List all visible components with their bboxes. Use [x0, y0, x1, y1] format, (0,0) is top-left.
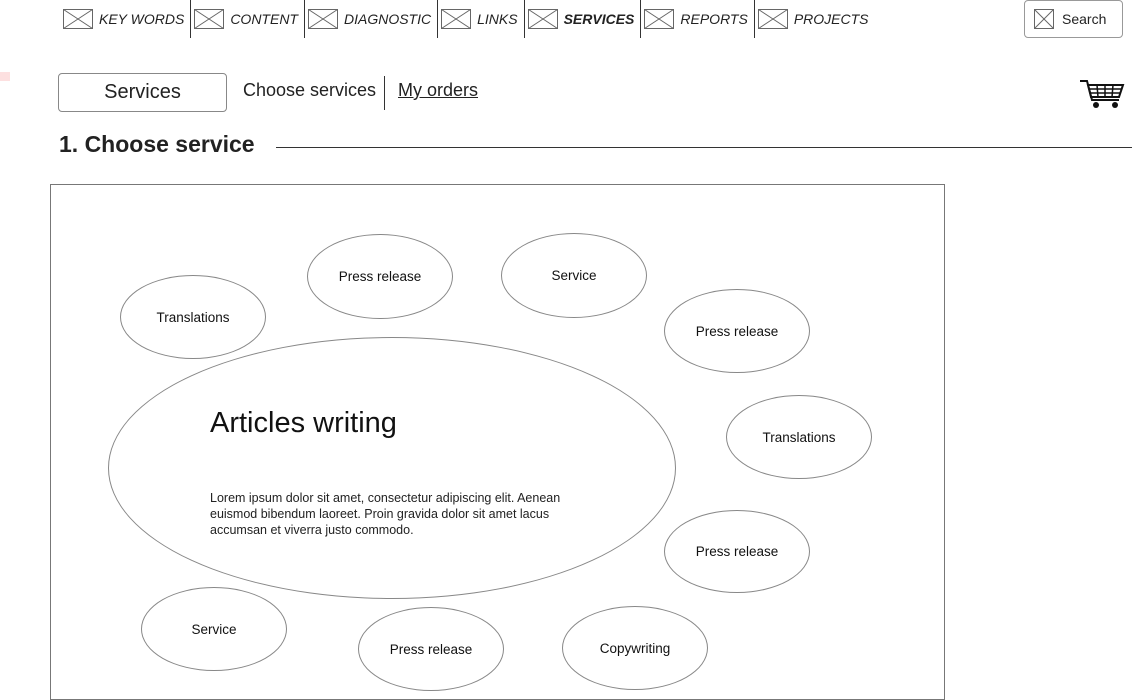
featured-service-title: Articles writing — [210, 407, 397, 439]
edge-marker — [0, 72, 10, 81]
image-placeholder-icon — [527, 9, 558, 29]
service-bubble-label: Press release — [338, 269, 422, 284]
nav-item-label: SERVICES — [563, 11, 635, 27]
service-bubble-label: Press release — [389, 641, 473, 657]
service-bubble-label: Service — [551, 268, 597, 283]
nav-item-label: PROJECTS — [793, 11, 869, 27]
service-bubble-label: Service — [191, 621, 237, 637]
subnav-divider — [384, 76, 385, 110]
nav-item-label: DIAGNOSTIC — [343, 11, 432, 27]
image-placeholder-icon — [757, 9, 788, 29]
service-bubble-label: Copywriting — [599, 640, 671, 656]
nav-item-content[interactable]: CONTENT — [191, 0, 305, 38]
featured-service-bubble[interactable] — [108, 337, 676, 599]
service-bubble[interactable]: Translations — [120, 275, 266, 359]
nav-item-services[interactable]: SERVICES — [525, 0, 642, 38]
service-bubble-label: Press release — [695, 323, 779, 339]
image-placeholder-icon — [307, 9, 338, 29]
service-bubbles-panel: Articles writing Lorem ipsum dolor sit a… — [50, 184, 945, 700]
service-bubble-label: Translations — [762, 429, 836, 445]
service-bubble[interactable]: Press release — [664, 510, 810, 593]
service-bubble[interactable]: Press release — [664, 289, 810, 373]
service-bubble[interactable]: Copywriting — [562, 606, 708, 690]
nav-item-reports[interactable]: REPORTS — [641, 0, 755, 38]
image-placeholder-icon — [644, 9, 675, 29]
service-bubble[interactable]: Press release — [307, 234, 453, 319]
search-label: Search — [1062, 11, 1107, 27]
service-bubble[interactable]: Service — [141, 587, 287, 671]
nav-item-projects[interactable]: PROJECTS — [755, 0, 875, 38]
section-title: 1. Choose service — [59, 131, 255, 157]
image-placeholder-icon — [441, 9, 472, 29]
section-divider — [276, 147, 1132, 148]
nav-item-label: REPORTS — [680, 11, 748, 27]
nav-item-key-words[interactable]: KEY WORDS — [60, 0, 192, 38]
featured-service-description: Lorem ipsum dolor sit amet, consectetur … — [210, 491, 561, 537]
service-bubble[interactable]: Service — [501, 233, 647, 318]
image-placeholder-icon — [63, 9, 93, 29]
search-button[interactable]: Search — [1024, 0, 1123, 38]
service-bubble-label: Translations — [156, 309, 230, 325]
nav-item-label: LINKS — [477, 11, 518, 27]
image-placeholder-icon — [1034, 9, 1054, 29]
shopping-cart-icon[interactable] — [1078, 78, 1126, 110]
nav-item-diagnostic[interactable]: DIAGNOSTIC — [305, 0, 439, 38]
services-button[interactable]: Services — [58, 73, 227, 112]
service-bubble-label: Press release — [695, 544, 779, 559]
nav-item-links[interactable]: LINKS — [438, 0, 525, 38]
my-orders-link[interactable]: My orders — [398, 80, 479, 100]
choose-services-tab[interactable]: Choose services — [243, 80, 377, 100]
nav-item-label: KEY WORDS — [99, 11, 185, 27]
top-navigation: KEY WORDS CONTENT DIAGNOSTIC LINKS SERVI… — [60, 0, 875, 38]
service-bubble[interactable]: Translations — [726, 395, 872, 479]
nav-item-label: CONTENT — [230, 11, 298, 27]
image-placeholder-icon — [194, 9, 225, 29]
service-bubble[interactable]: Press release — [358, 607, 504, 691]
services-button-label: Services — [104, 81, 181, 103]
